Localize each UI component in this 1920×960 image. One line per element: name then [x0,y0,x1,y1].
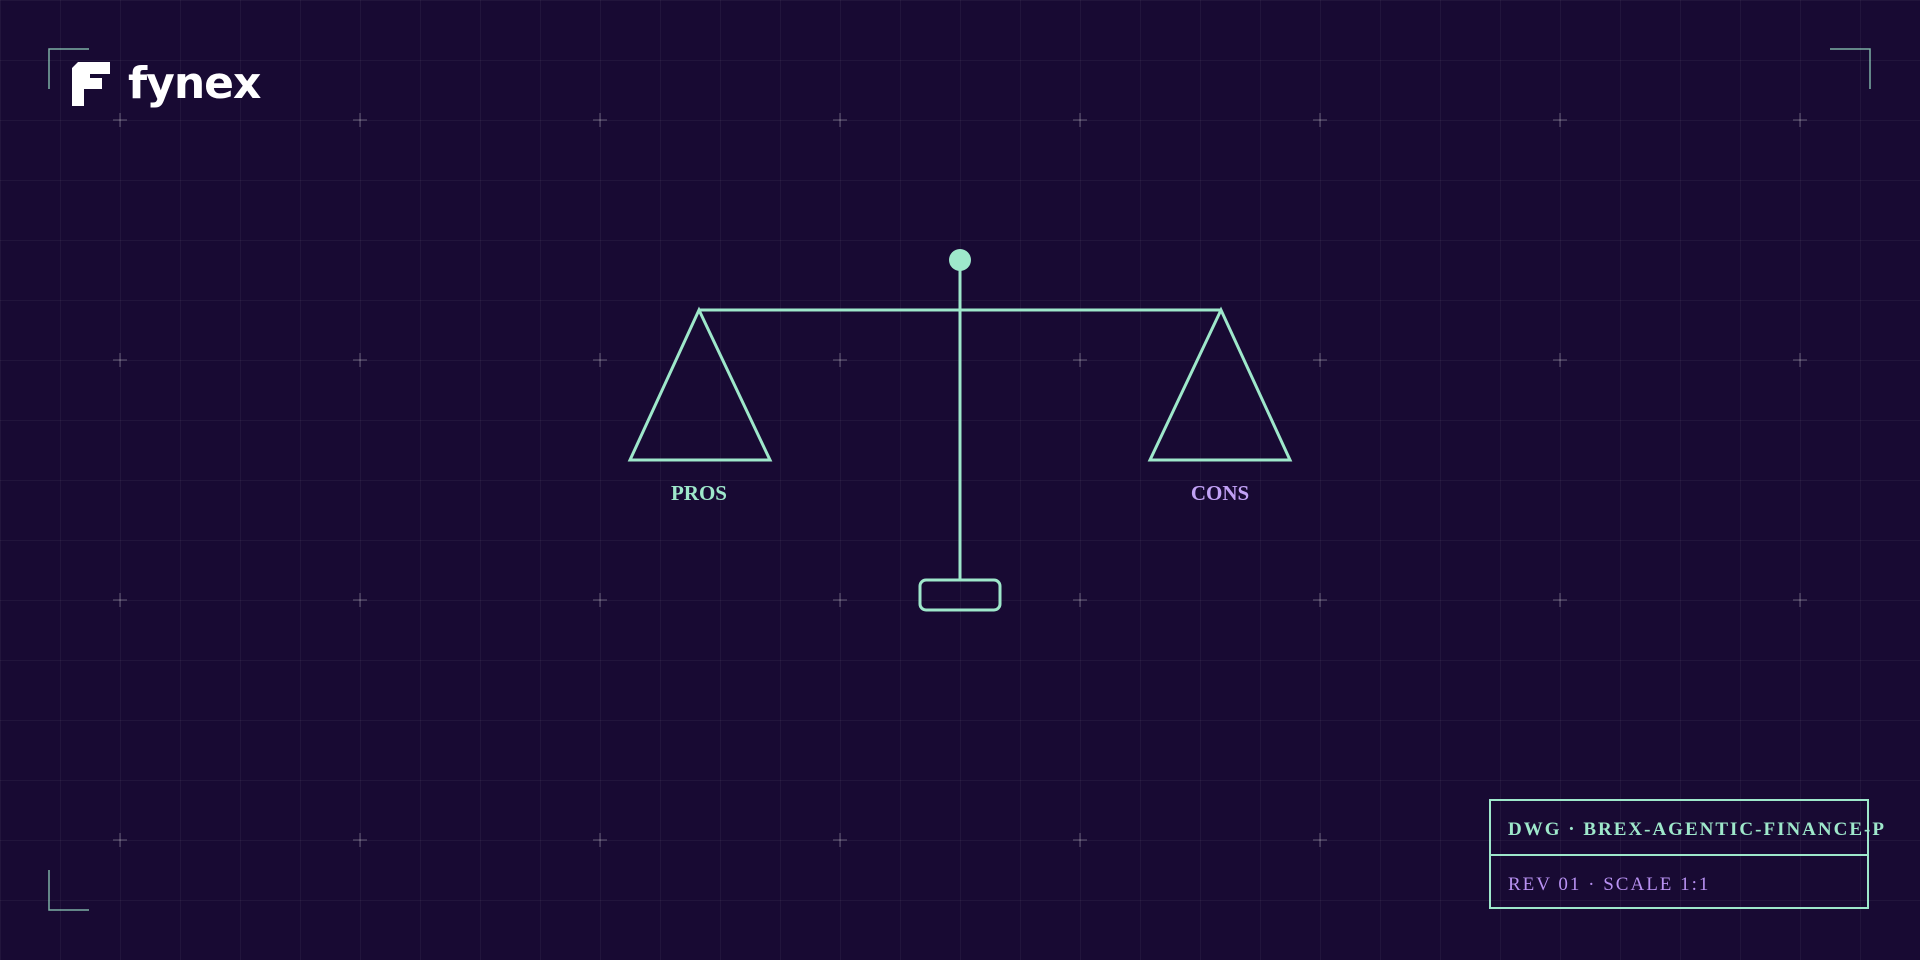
grid-plus-marker [1553,593,1567,607]
grid-plus-marker [1313,113,1327,127]
grid-plus-marker [113,113,127,127]
grid-plus-marker [353,833,367,847]
pros-label: PROS [671,481,727,505]
grid-plus-marker [113,833,127,847]
grid-plus-marker [833,353,847,367]
brand-logo[interactable]: fynex [72,58,261,110]
grid-plus-marker [1073,353,1087,367]
grid-plus-marker [1313,353,1327,367]
grid-plus-marker [1553,113,1567,127]
corner-mark-bottom-left [48,870,89,911]
grid-plus-marker [1073,593,1087,607]
grid-plus-marker [353,353,367,367]
corner-mark-top-right [1830,48,1871,89]
brand-name: fynex [128,58,261,109]
grid-plus-marker [833,833,847,847]
grid-plus-marker [113,593,127,607]
grid-plus-marker [833,113,847,127]
grid-plus-marker [1553,353,1567,367]
grid-plus-marker [593,353,607,367]
revision-scale: REV 01 · SCALE 1:1 [1508,874,1711,895]
cons-pan [1147,306,1293,462]
scale-base [918,578,1002,612]
corner-mark-top-left [48,48,89,89]
grid-plus-marker [1793,113,1807,127]
grid-plus-marker [1073,833,1087,847]
fynex-logo-icon [72,62,110,106]
grid-plus-marker [353,113,367,127]
grid-plus-marker [1313,833,1327,847]
grid-plus-marker [1793,353,1807,367]
grid-plus-marker [1793,593,1807,607]
grid-plus-marker [353,593,367,607]
grid-plus-marker [833,593,847,607]
drawing-title-block: DWG · BREX-AGENTIC-FINANCE-P REV 01 · SC… [1489,799,1884,909]
title-block-divider [1491,801,1867,856]
cons-label: CONS [1191,481,1249,505]
grid-plus-marker [113,353,127,367]
grid-plus-marker [1313,593,1327,607]
grid-plus-marker [1073,113,1087,127]
drawing-id: DWG · BREX-AGENTIC-FINANCE-P [1508,819,1886,840]
pros-pan [627,306,773,462]
pivot-knob [949,249,971,271]
grid-plus-marker [593,593,607,607]
grid-plus-marker [593,833,607,847]
grid-plus-marker [593,113,607,127]
